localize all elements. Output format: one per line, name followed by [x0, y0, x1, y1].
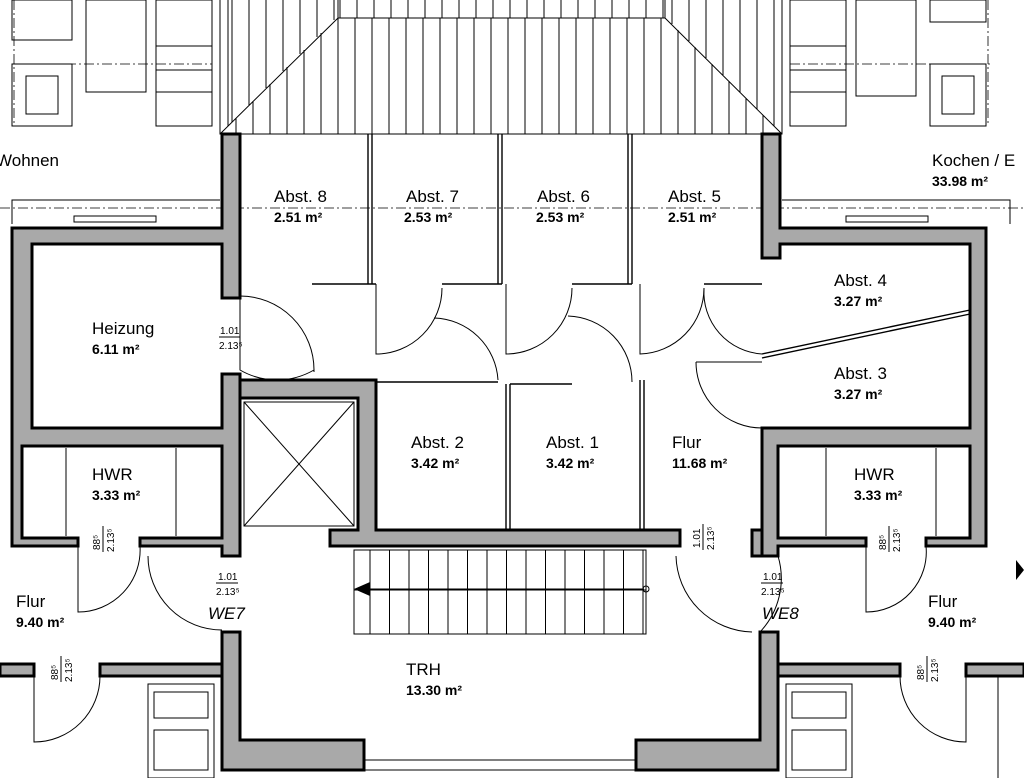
door-dim-we7: 1.01 2.13⁵: [216, 572, 240, 598]
room-area-flur-left: 9.40 m²: [16, 614, 65, 630]
unit-label-we7: WE7: [208, 604, 245, 623]
upper-right-furniture: [789, 0, 987, 127]
room-name-kochen: Kochen / E: [932, 151, 1015, 170]
room-name-abst7: Abst. 7: [406, 187, 459, 206]
room-area-flur-right: 9.40 m²: [928, 614, 977, 630]
room-name-hwr-left: HWR: [92, 465, 133, 484]
svg-text:2.13⁵: 2.13⁵: [930, 658, 941, 682]
room-area-abst5: 2.51 m²: [668, 209, 717, 225]
room-name-wohnen: Wohnen: [0, 151, 59, 170]
walls: [0, 132, 1024, 772]
upper-left-furniture: [11, 0, 213, 127]
bottom-furniture: [147, 560, 1024, 778]
svg-text:2.13⁵: 2.13⁵: [216, 587, 240, 598]
room-area-abst4: 3.27 m²: [834, 293, 883, 309]
svg-text:88⁵: 88⁵: [92, 535, 103, 550]
svg-text:1.01: 1.01: [218, 572, 238, 583]
room-name-abst2: Abst. 2: [411, 433, 464, 452]
room-area-abst7: 2.53 m²: [404, 209, 453, 225]
room-name-trh: TRH: [406, 660, 441, 679]
svg-text:2.13⁵: 2.13⁵: [219, 341, 243, 352]
room-name-hwr-right: HWR: [854, 465, 895, 484]
door-dim-flur-left: 88⁵ 2.13⁵: [50, 656, 75, 682]
room-name-abst6: Abst. 6: [537, 187, 590, 206]
room-area-hwr-right: 3.33 m²: [854, 487, 903, 503]
room-area-abst2: 3.42 m²: [411, 455, 460, 471]
room-name-flur-center: Flur: [672, 433, 702, 452]
room-labels: Wohnen Kochen / E 33.98 m² Abst. 8 2.51 …: [0, 151, 1015, 698]
room-name-abst4: Abst. 4: [834, 271, 887, 290]
svg-text:88⁵: 88⁵: [878, 535, 889, 550]
staircase: [353, 549, 650, 635]
unit-label-we8: WE8: [762, 604, 799, 623]
room-area-flur-center: 11.68 m²: [672, 455, 728, 471]
door-dim-hwr-right: 88⁵ 2.13⁵: [878, 526, 903, 552]
room-name-abst3: Abst. 3: [834, 364, 887, 383]
svg-text:2.13⁵: 2.13⁵: [706, 526, 717, 550]
svg-text:2.13⁵: 2.13⁵: [761, 587, 785, 598]
room-name-flur-left: Flur: [16, 592, 46, 611]
svg-text:88⁵: 88⁵: [916, 665, 927, 680]
dormer-roof: [219, 0, 783, 135]
door-dim-flur-right: 88⁵ 2.13⁵: [916, 656, 941, 682]
room-area-abst8: 2.51 m²: [274, 209, 323, 225]
room-area-kochen: 33.98 m²: [932, 173, 988, 189]
door-dimensions: 1.01 2.13⁵ 1.01 2.13⁵ 1.01 2.13⁵ 1.01 2.…: [50, 326, 941, 682]
room-area-abst1: 3.42 m²: [546, 455, 595, 471]
room-area-hwr-left: 3.33 m²: [92, 487, 141, 503]
elevator-shaft: [243, 401, 355, 527]
svg-text:2.13⁵: 2.13⁵: [892, 528, 903, 552]
room-name-flur-right: Flur: [928, 592, 958, 611]
svg-text:2.13⁵: 2.13⁵: [106, 528, 117, 552]
svg-text:88⁵: 88⁵: [50, 665, 61, 680]
room-name-abst8: Abst. 8: [274, 187, 327, 206]
room-area-abst3: 3.27 m²: [834, 386, 883, 402]
room-area-trh: 13.30 m²: [406, 682, 462, 698]
svg-text:1.01: 1.01: [763, 572, 783, 583]
room-name-abst1: Abst. 1: [546, 433, 599, 452]
room-area-heizung: 6.11 m²: [92, 341, 140, 357]
door-dim-hwr-left: 88⁵ 2.13⁵: [92, 526, 117, 552]
door-dim-flur-center: 1.01 2.13⁵: [692, 524, 717, 550]
door-dim-we8: 1.01 2.13⁵: [761, 572, 785, 598]
door-swings: [33, 284, 967, 743]
partitions: [21, 134, 971, 538]
room-name-abst5: Abst. 5: [668, 187, 721, 206]
door-dim-heizung: 1.01 2.13⁵: [219, 326, 243, 352]
svg-text:1.01: 1.01: [220, 326, 240, 337]
construction-lines: [0, 0, 1024, 224]
svg-text:2.13⁵: 2.13⁵: [64, 658, 75, 682]
svg-text:1.01: 1.01: [692, 528, 703, 548]
room-name-heizung: Heizung: [92, 319, 154, 338]
room-area-abst6: 2.53 m²: [536, 209, 585, 225]
